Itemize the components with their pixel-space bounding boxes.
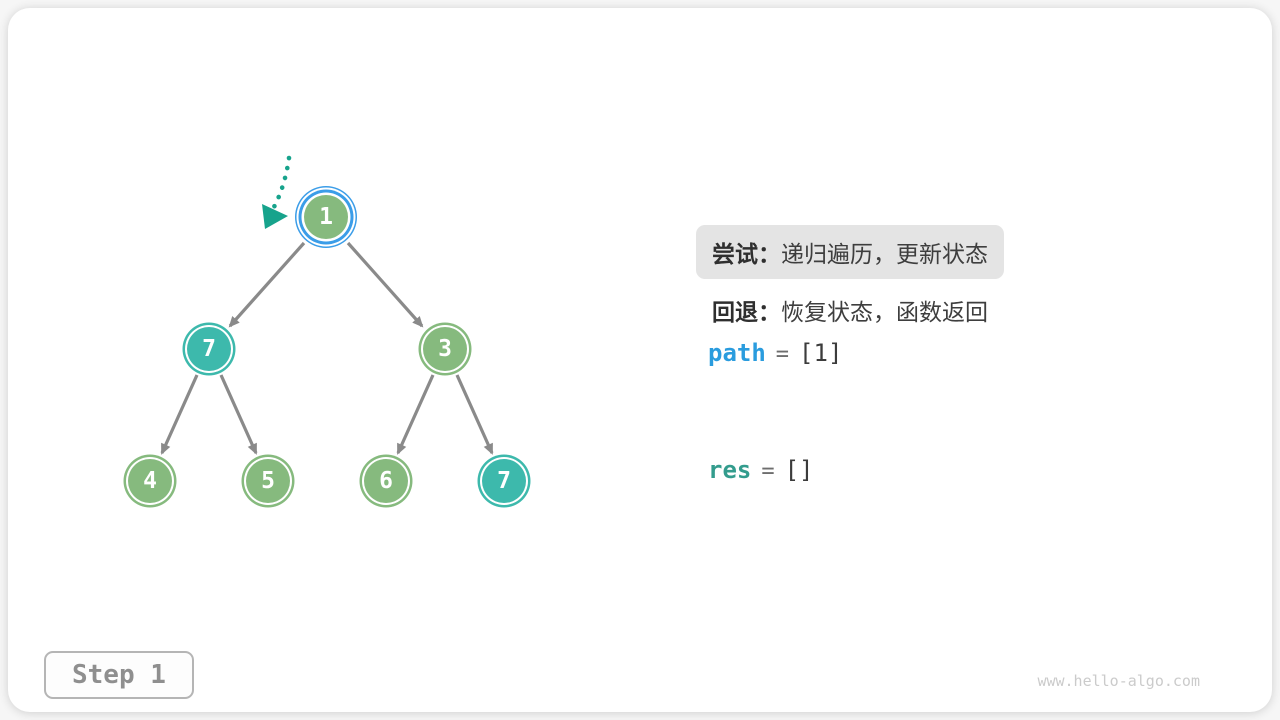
step-badge: Step 1 (44, 651, 194, 699)
tree-node-3: 3 (423, 327, 467, 371)
edge-7-4 (160, 374, 199, 455)
figure-card: 1 7 3 4 5 6 7 尝试：递归遍历，更新状态 回退：恢复状态，函数返回 … (8, 8, 1272, 712)
tree-node-1: 1 (304, 195, 348, 239)
watermark-text: www.hello-algo.com (1037, 672, 1200, 690)
path-variable-name: path (708, 339, 766, 367)
res-variable-name: res (708, 456, 752, 484)
tree-node-4: 4 (128, 459, 172, 503)
legend-backtrack-text: 恢复状态，函数返回 (781, 299, 988, 325)
current-pointer-icon (262, 155, 292, 229)
edge-3-6 (396, 374, 435, 455)
binary-tree-diagram: 1 7 3 4 5 6 7 (8, 8, 648, 628)
edge-3-7 (455, 374, 494, 455)
path-variable-value: [1] (799, 339, 843, 367)
tree-edges-layer (160, 155, 494, 455)
path-variable-line: path = [1] (708, 339, 842, 367)
tree-node-7-right: 7 (482, 459, 526, 503)
legend-backtrack-line: 回退：恢复状态，函数返回 (712, 293, 988, 327)
res-variable-value: [] (784, 456, 814, 484)
tree-edges (160, 241, 494, 455)
tree-node-7-left: 7 (187, 327, 231, 371)
edge-1-7 (228, 241, 306, 328)
edge-7-5 (219, 374, 258, 455)
edge-1-3 (346, 241, 424, 328)
legend-try-label: 尝试： (712, 241, 781, 267)
legend-try-pill: 尝试：递归遍历，更新状态 (696, 225, 1004, 279)
res-variable-line: res = [] (708, 456, 814, 484)
res-equals-sign: = (761, 459, 775, 484)
legend-backtrack-label: 回退： (712, 299, 781, 325)
path-equals-sign: = (775, 342, 790, 367)
tree-node-5: 5 (246, 459, 290, 503)
legend-try-text: 递归遍历，更新状态 (781, 241, 988, 267)
tree-node-6: 6 (364, 459, 408, 503)
